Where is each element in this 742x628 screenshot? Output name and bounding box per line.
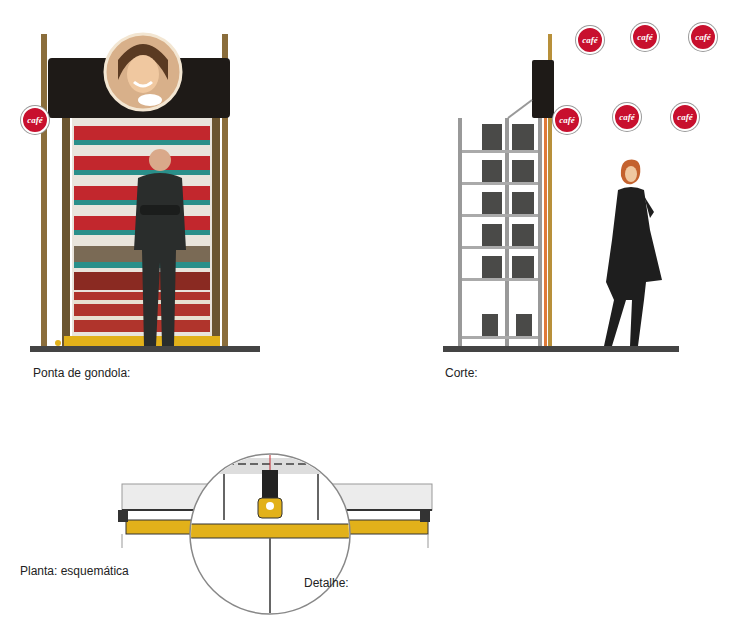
cafe-badge: café	[21, 106, 49, 134]
cafe-badge: café	[553, 106, 581, 134]
badge-text: café	[619, 112, 635, 122]
view-caption: Planta: esquemática	[20, 564, 129, 578]
badge-text: café	[559, 115, 575, 125]
badge-text: café	[695, 32, 711, 42]
badge-text: café	[27, 115, 43, 125]
badge-text: café	[637, 32, 653, 42]
cafe-badge: café	[576, 26, 604, 54]
view-caption: Ponta de gondola:	[33, 366, 130, 380]
cafe-badge: café	[689, 23, 717, 51]
view-caption: Corte:	[445, 366, 478, 380]
badge-text: café	[582, 35, 598, 45]
cafe-badge: café	[631, 23, 659, 51]
view-caption: Detalhe:	[304, 576, 349, 590]
cafe-badge: café	[613, 103, 641, 131]
badge-text: café	[677, 112, 693, 122]
cafe-badge: café	[671, 103, 699, 131]
